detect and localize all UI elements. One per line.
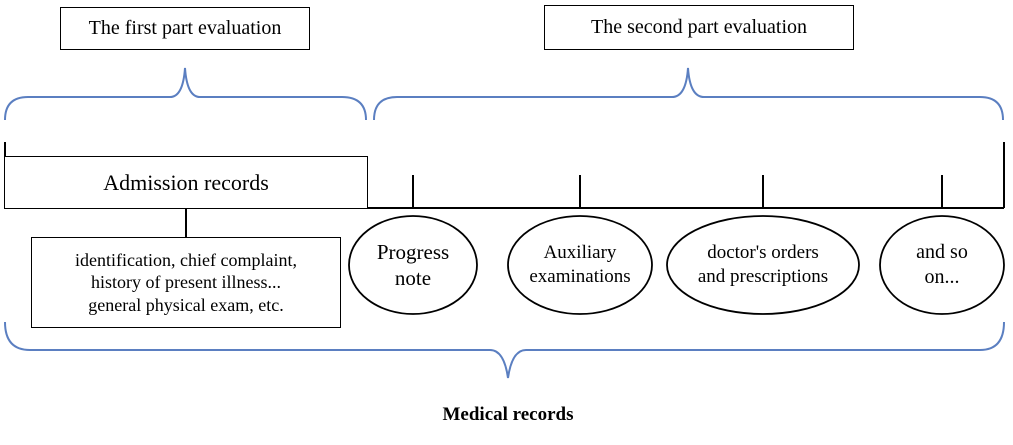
oval-line: Auxiliary [543,242,617,264]
oval-line: doctor's orders [707,242,819,264]
first-part-evaluation-box: The first part evaluation [60,7,310,50]
auxiliary-examinations-text: Auxiliary examinations [508,225,652,305]
admission-details-line: general physical exam, etc. [88,294,284,315]
admission-records-label: Admission records [103,169,269,195]
admission-details-line: history of present illness... [91,272,281,293]
oval-progress-note [348,215,478,315]
oval-line: and so [916,241,968,263]
oval-line: and prescriptions [697,266,829,287]
second-part-evaluation-box: The second part evaluation [544,5,854,50]
progress-note-text: Progress note [349,225,477,305]
oval-line: on... [924,266,960,288]
oval-auxiliary-examinations [507,215,653,315]
first-part-brace [4,67,367,121]
doctors-orders-text: doctor's orders and prescriptions [667,225,859,305]
medical-records-label: Medical records [442,404,574,425]
admission-details-line: identification, chief complaint, [75,249,297,270]
first-part-evaluation-label: The first part evaluation [88,17,282,39]
oval-line: Progress [376,239,450,264]
medical-records-brace [4,321,1005,379]
admission-records-box: Admission records [4,156,368,209]
second-part-brace [373,67,1004,121]
oval-doctors-orders [666,215,860,315]
and-so-on-text: and so on... [880,225,1004,305]
oval-line: note [394,266,432,290]
oval-line: examinations [529,266,631,287]
oval-and-so-on [879,215,1005,315]
admission-details-box: identification, chief complaint, history… [31,237,341,328]
second-part-evaluation-label: The second part evaluation [590,16,808,38]
